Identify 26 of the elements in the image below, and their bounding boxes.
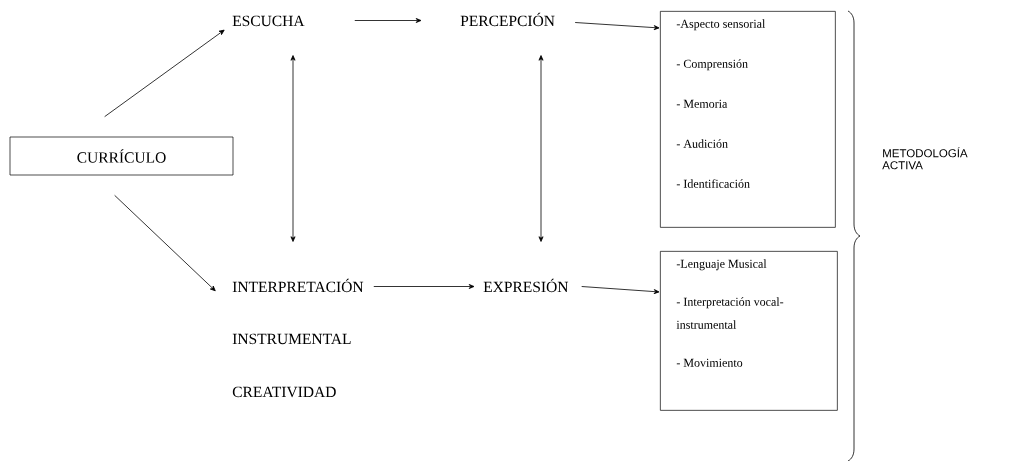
- list-box: [660, 11, 836, 228]
- list-item: - Comprensión: [676, 59, 748, 71]
- process-box: CURRÍCULO: [9, 136, 234, 176]
- list-item: - Movimiento: [676, 358, 743, 367]
- concept-text: EXPRESIÓN: [483, 278, 569, 293]
- arrow: [104, 29, 225, 118]
- double-arrow: [290, 55, 296, 242]
- list-item: - Memoria: [676, 99, 728, 108]
- double-arrow: [538, 55, 544, 242]
- concept-text: INTERPRETACIÓN: [232, 278, 364, 293]
- concept-text: PERCEPCIÓN: [460, 12, 555, 27]
- arrow: [574, 22, 660, 31]
- list-item: - Interpretación vocal- instrumental: [676, 297, 784, 329]
- arrow: [373, 284, 475, 289]
- arrow: [114, 194, 216, 292]
- list-item: - Identificación: [676, 179, 750, 188]
- list-item: -Aspecto sensorial: [676, 19, 766, 31]
- list-box: [660, 251, 838, 411]
- arrow: [581, 286, 660, 295]
- arrow: [354, 18, 422, 23]
- side-label: METODOLOGÍA ACTIVA: [882, 147, 968, 170]
- concept-text: ESCUCHA: [232, 15, 305, 27]
- concept-text: CREATIVIDAD: [232, 386, 336, 398]
- list-item: - Audición: [676, 139, 728, 148]
- list-item: -Lenguaje Musical: [676, 259, 767, 271]
- concept-text: INSTRUMENTAL: [232, 333, 351, 345]
